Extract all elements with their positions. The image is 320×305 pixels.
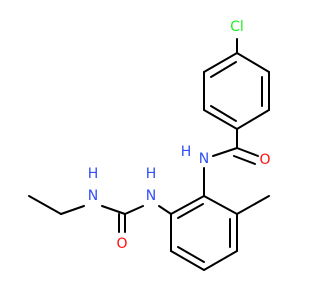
hydrogen-label: H (146, 166, 157, 182)
ring-bond (236, 109, 270, 130)
ring-bond (203, 52, 238, 73)
bond-methyl (236, 195, 270, 215)
ring-bond (203, 250, 238, 271)
oxygen-label: O (116, 236, 127, 252)
bonds (28, 38, 270, 271)
bond-co-o (236, 147, 259, 157)
structure-diagram: Cl O N H N H O N H (28, 19, 271, 271)
ring-bond-inner (210, 61, 237, 78)
bond-nh-cu (124, 205, 144, 215)
bond-ch2-ch3 (28, 195, 62, 215)
bond-co-o-double (233, 155, 256, 165)
ring-bond (170, 195, 205, 215)
ring-bond (203, 195, 238, 215)
ring-bond-inner (177, 203, 204, 219)
bond-co-n (212, 147, 238, 157)
molecule-svg: Cl O N H N H O N H (28, 19, 271, 271)
hydrogen-label: H (181, 144, 192, 160)
ring-bond (203, 109, 238, 130)
nitrogen-label: N (146, 188, 156, 204)
atom-labels: Cl O N H N H O N H (88, 19, 271, 252)
bond-cu-nh2 (101, 205, 126, 215)
ring-bond-inner (210, 105, 237, 122)
ring-bond (170, 250, 205, 271)
nitrogen-label: N (199, 151, 209, 167)
ring-bond (236, 52, 270, 73)
bond-n-ch2 (60, 205, 85, 215)
bond-c-nh (158, 205, 172, 215)
oxygen-label: O (259, 152, 270, 168)
chlorine-label: Cl (230, 19, 244, 35)
hydrogen-label: H (88, 166, 99, 182)
ring-bond-inner (177, 246, 205, 263)
nitrogen-label: N (88, 188, 98, 204)
